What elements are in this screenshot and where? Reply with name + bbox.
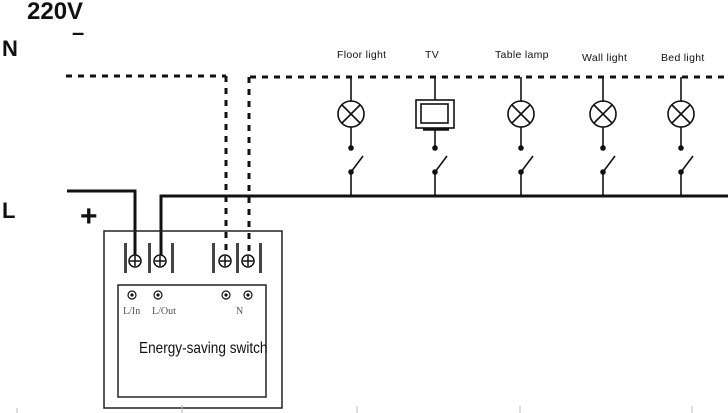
switch-box-inner (117, 284, 267, 398)
device-label-tv: TV (425, 49, 440, 61)
tv-icon (415, 99, 455, 129)
screw-icon (128, 254, 142, 268)
switch-icon (434, 155, 448, 173)
terminal-dot-icon (127, 290, 137, 300)
device-label-bed-light: Bed light (661, 52, 705, 64)
voltage-label: 220V (27, 0, 84, 25)
terminal-label-l-out: L/Out (152, 306, 176, 317)
plus-sign: + (80, 200, 98, 233)
terminal-label-l-in: L/In (123, 306, 141, 317)
live-out-wire (159, 194, 728, 262)
terminal-dot-icon (221, 290, 231, 300)
device-branch (589, 77, 617, 196)
device-branch (507, 77, 535, 196)
terminal-dot-icon (153, 290, 163, 300)
device-label-wall-light: Wall light (582, 52, 628, 64)
screw-icon (241, 254, 255, 268)
switch-icon (680, 155, 694, 173)
switch-box-outer (103, 230, 283, 409)
minus-sign: – (72, 20, 85, 45)
switch-icon (350, 155, 364, 173)
switch-icon (520, 155, 534, 173)
terminal-dots (127, 290, 253, 300)
device-branch (337, 77, 365, 196)
live-label: L (2, 198, 16, 223)
neutral-label: N (2, 36, 18, 61)
device-branch (415, 77, 455, 196)
screw-icon (153, 254, 167, 268)
terminal-dot-icon (243, 290, 253, 300)
switch-icon (602, 155, 616, 173)
device-branch (667, 77, 695, 196)
terminal-label-n: N (236, 306, 244, 317)
screw-icon (218, 254, 232, 268)
device-branches (337, 77, 695, 196)
device-label-floor-light: Floor light (337, 49, 387, 61)
terminal-block (124, 243, 262, 273)
device-label-table-lamp: Table lamp (495, 49, 549, 61)
switch-box-title: Energy-saving switch (139, 340, 268, 357)
live-in-wire (67, 189, 137, 262)
bottom-ticks (16, 405, 693, 413)
